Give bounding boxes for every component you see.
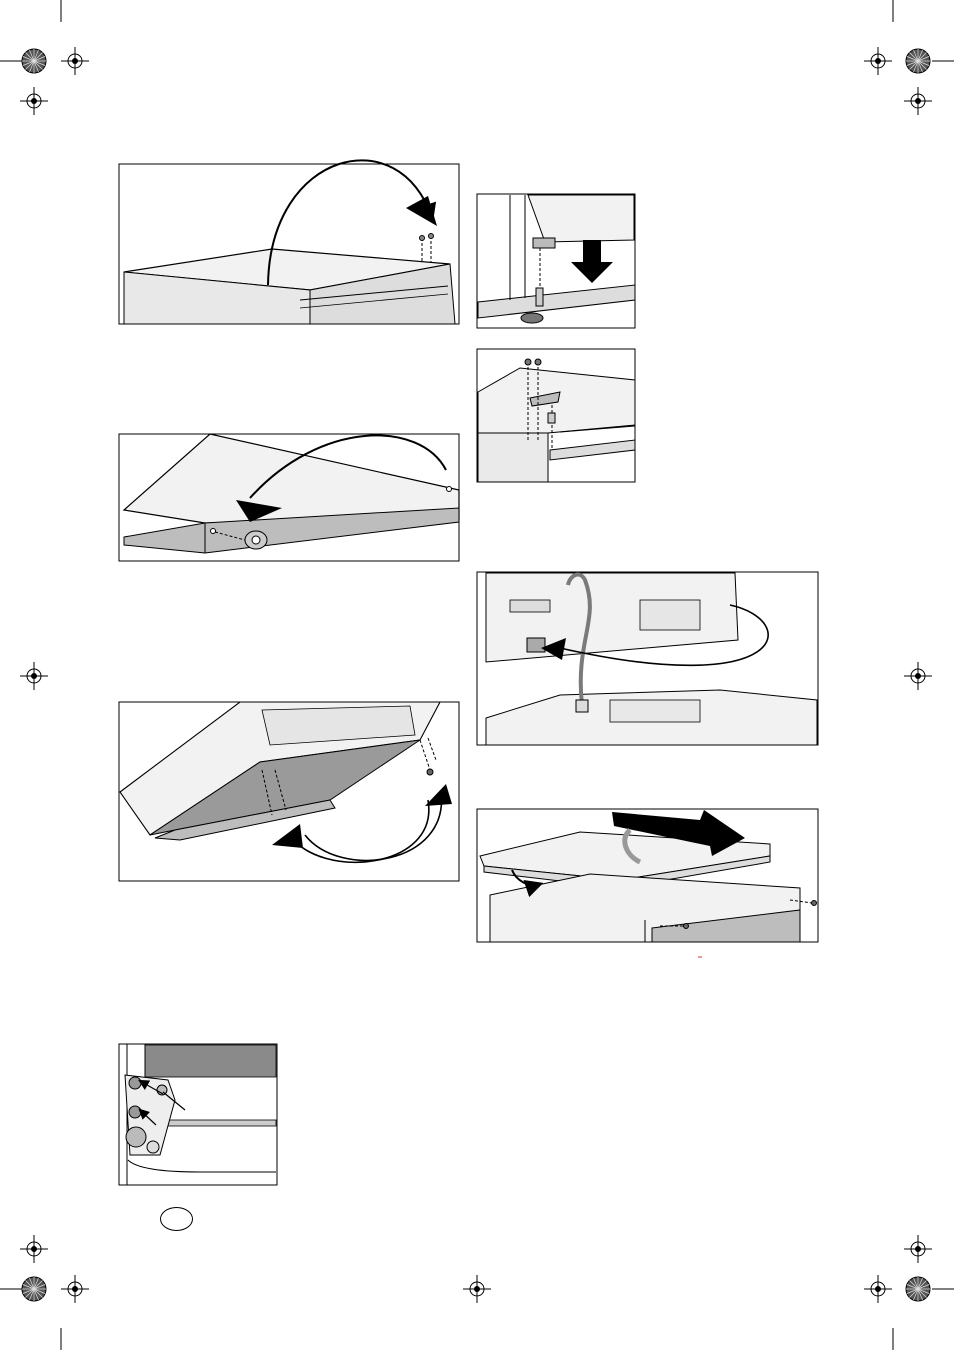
figure-2-door-top-hinge — [118, 433, 460, 562]
figure-6-top-bolts — [476, 348, 636, 483]
arrow-icon — [559, 604, 769, 667]
arrow-icon — [249, 434, 447, 499]
figure-3-door-bottom — [118, 701, 460, 882]
language-badge — [160, 1207, 193, 1231]
figure-4-hinge-detail — [118, 1043, 278, 1186]
figure-7-cable-reroute — [476, 571, 819, 746]
figure-5-foot-pin — [476, 193, 636, 329]
figure-1-top-cover-screws — [118, 159, 460, 325]
arrow-icon — [612, 810, 745, 856]
arrow-icon — [571, 240, 613, 283]
arrow-icon — [267, 159, 437, 286]
figure-8-cover-slide — [476, 808, 819, 943]
screw-icon — [524, 358, 556, 448]
screw-icon — [660, 899, 817, 929]
screw-icon — [419, 233, 434, 262]
screw-icon — [261, 737, 437, 816]
arrow-icon — [138, 1079, 164, 1095]
